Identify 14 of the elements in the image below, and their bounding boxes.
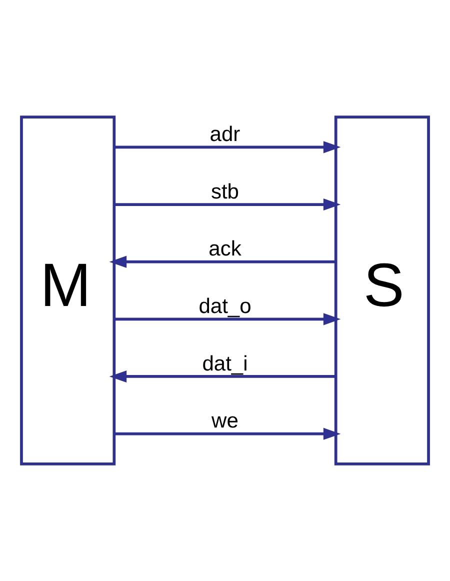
node-box: M (20, 116, 116, 466)
arrow (114, 141, 341, 154)
arrow (114, 428, 341, 440)
arrow (114, 198, 341, 211)
edge-label: stb (210, 180, 240, 204)
edge-label: adr (210, 123, 240, 146)
edge-label: dat_i (202, 352, 248, 376)
edge-label: ack (208, 238, 242, 261)
arrow (114, 313, 341, 326)
arrow (109, 370, 336, 383)
edge-label: we (212, 410, 238, 433)
arrow (109, 256, 336, 268)
edge-label: dat_o (198, 295, 252, 318)
node-box: S (334, 116, 430, 466)
